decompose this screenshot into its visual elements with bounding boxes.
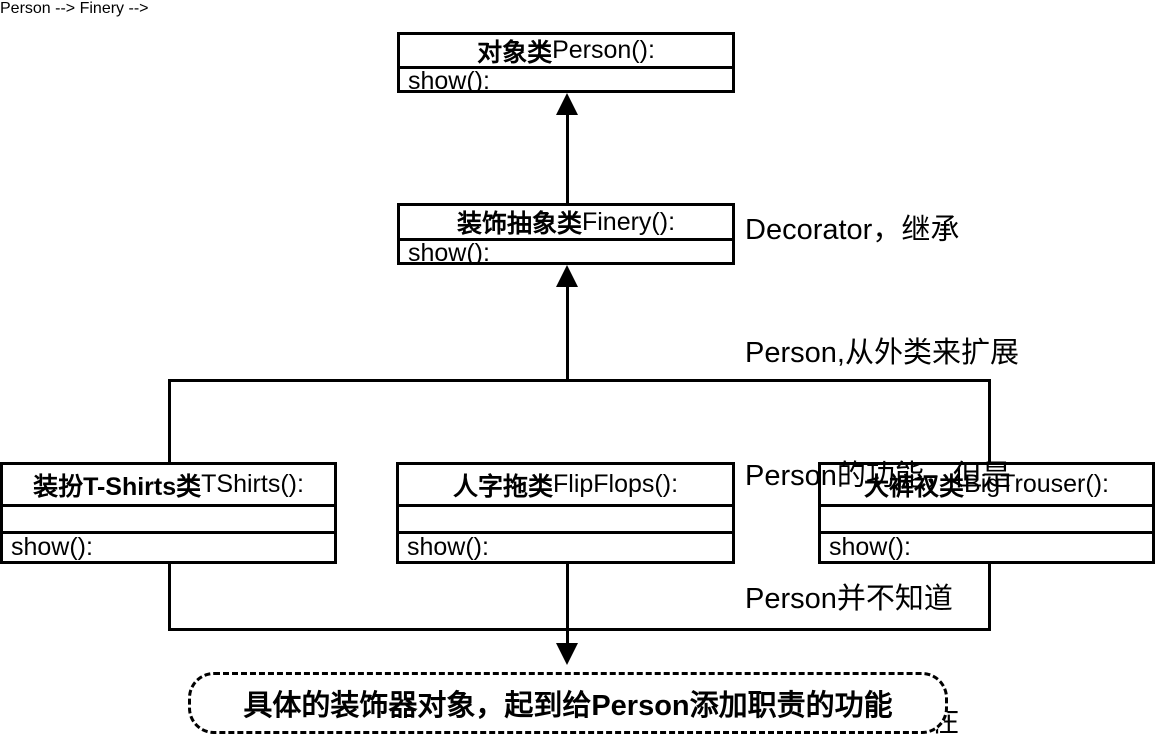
concrete-decorator-note-label: 具体的装饰器对象，起到给Person添加职责的功能 — [243, 690, 893, 722]
note-bracket-bottom-horizontal — [168, 628, 991, 631]
class-title-finery-latin: Finery(): — [581, 207, 676, 236]
subclass-bracket-left-drop — [168, 379, 171, 464]
class-attributes-flipflops — [399, 504, 732, 531]
class-method-tshirts: show(): — [3, 531, 334, 561]
class-attributes-bigtrouser — [821, 504, 1152, 531]
annotation-line-4: Person并不知道 — [745, 583, 953, 615]
class-method-finery-label: show(): — [408, 238, 490, 265]
class-title-tshirts-cjk: 装扮T-Shirts类 — [33, 472, 202, 501]
annotation-line-3: Person的功能，但是 — [745, 460, 1011, 492]
class-title-flipflops-cjk: 人字拖类 — [452, 472, 553, 501]
inheritance-line-finery-to-person — [566, 115, 569, 203]
class-method-person: show(): — [400, 66, 732, 93]
note-arrowhead — [556, 643, 578, 665]
class-title-bigtrouser-cjk: 大裤衩类 — [864, 472, 965, 501]
class-title-person-cjk: 对象类 — [477, 38, 553, 67]
class-title-flipflops-latin: FlipFlops(): — [553, 470, 679, 498]
note-bracket-left-drop — [168, 563, 171, 631]
class-title-person-latin: Person(): — [552, 36, 655, 64]
subclass-bracket-top-horizontal — [168, 379, 991, 382]
decorator-annotation: Decorator，继承 Person,从外类来扩展 Person的功能，但是 … — [745, 128, 1019, 752]
note-bracket-right-drop — [988, 563, 991, 631]
inheritance-arrowhead-finery — [556, 265, 578, 287]
class-attributes-tshirts — [3, 504, 334, 531]
annotation-line-1: Decorator，继承 — [745, 214, 960, 246]
annotation-line-2: Person,从外类来扩展 — [745, 337, 1019, 369]
class-method-person-label: show(): — [408, 66, 490, 93]
inheritance-line-subclasses-to-finery — [566, 287, 569, 381]
class-method-flipflops-label: show(): — [407, 533, 489, 561]
note-line-center-drop — [566, 563, 569, 645]
concrete-decorator-note: 具体的装饰器对象，起到给Person添加职责的功能 — [188, 672, 948, 734]
inheritance-arrowhead-person — [556, 93, 578, 115]
class-method-tshirts-label: show(): — [11, 533, 93, 561]
class-title-bigtrouser-latin: BigTrouser(): — [964, 470, 1109, 498]
class-method-bigtrouser: show(): — [821, 531, 1152, 561]
class-method-bigtrouser-label: show(): — [829, 533, 911, 561]
class-method-finery: show(): — [400, 238, 732, 265]
subclass-bracket-right-drop — [988, 379, 991, 464]
class-method-flipflops: show(): — [399, 531, 732, 561]
class-title-finery-cjk: 装饰抽象类 — [456, 210, 582, 238]
class-title-tshirts-latin: TShirts(): — [201, 470, 304, 498]
